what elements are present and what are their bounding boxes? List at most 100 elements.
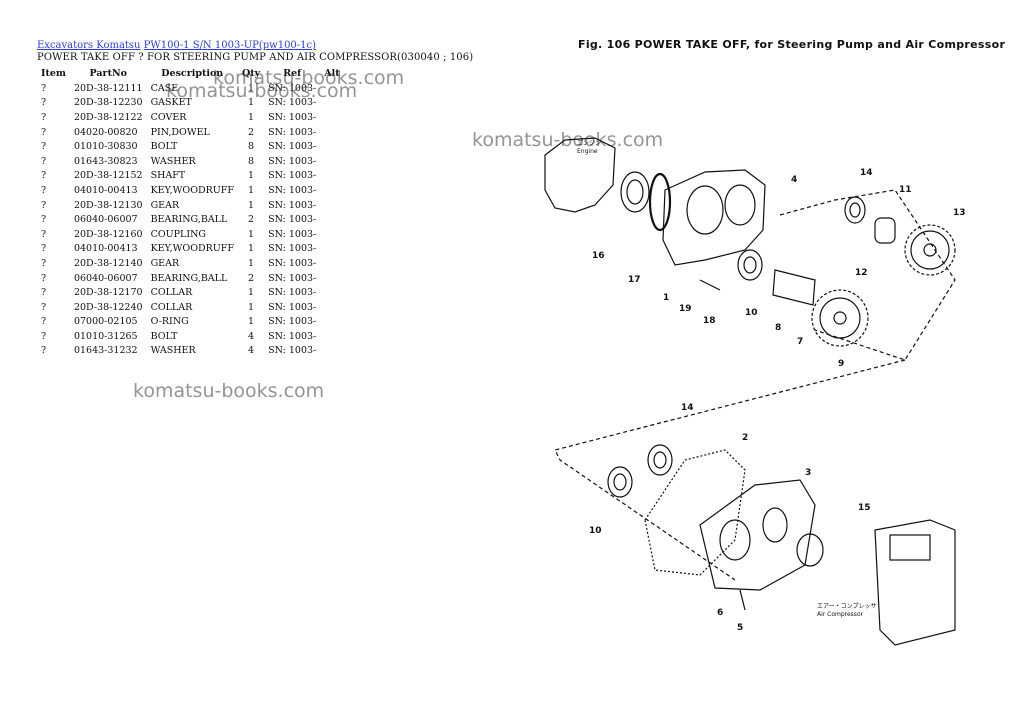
callout-6: 6	[717, 608, 723, 618]
cell-description: KEY,WOODRUFF	[150, 243, 234, 255]
exploded-guide-b	[554, 359, 906, 581]
cell-qty: 1	[248, 243, 255, 255]
breadcrumb-link-excavators[interactable]: Excavators Komatsu	[37, 40, 141, 51]
cell-alt	[320, 227, 343, 242]
cell-description: COUPLING	[150, 228, 206, 240]
cell-qty: 2	[248, 214, 255, 226]
air-compressor-label-jp: エアー・コンプレッサ	[817, 603, 876, 610]
cell-item: ?	[41, 330, 47, 342]
breadcrumb: Excavators Komatsu PW100-1 S/N 1003-UP(p…	[37, 40, 316, 51]
cell-partno: 06040-06007	[73, 214, 138, 226]
cell-partno: 06040-06007	[73, 272, 138, 284]
cell-ref: SN: 1003-	[268, 126, 317, 138]
bearing-14b-inner	[653, 451, 667, 469]
cell-item: ?	[41, 184, 47, 196]
engine-housing-shape	[544, 137, 616, 213]
gear-9-teeth	[811, 289, 869, 347]
breadcrumb-link-model[interactable]: PW100-1 S/N 1003-UP(pw100-1c)	[143, 40, 317, 51]
cell-partno: 01643-30823	[73, 155, 138, 167]
callout-12: 12	[855, 268, 868, 278]
callout-17: 17	[628, 275, 641, 285]
callout-5: 5	[737, 623, 743, 633]
cell-qty: 8	[248, 141, 255, 153]
page-subtitle: POWER TAKE OFF ? FOR STEERING PUMP AND A…	[37, 52, 474, 63]
callout-15: 15	[858, 503, 871, 513]
cell-alt	[320, 212, 343, 227]
cell-partno: 07000-02105	[73, 316, 138, 328]
cell-item: ?	[41, 316, 47, 328]
cell-item: ?	[41, 126, 47, 138]
cell-description: BEARING,BALL	[150, 214, 228, 226]
cell-description: O-RING	[150, 316, 189, 328]
cell-partno: 04020-00820	[73, 126, 138, 138]
bearing-10-outer	[737, 249, 763, 281]
cell-description: BOLT	[150, 330, 178, 342]
cell-ref: SN: 1003-	[268, 155, 317, 167]
cell-ref: SN: 1003-	[268, 272, 317, 284]
cell-description: COLLAR	[150, 287, 193, 299]
cell-alt	[320, 315, 343, 330]
cell-qty: 1	[248, 170, 255, 182]
cell-alt	[320, 329, 343, 344]
cell-item: ?	[41, 214, 47, 226]
cell-alt	[320, 139, 343, 154]
callout-16: 16	[592, 251, 605, 261]
engine-label-jp: エンジン	[577, 140, 601, 147]
bearing-14a-inner	[849, 202, 861, 218]
cell-partno: 20D-38-12152	[73, 170, 143, 182]
gasket-2	[644, 449, 746, 576]
callout-11: 11	[899, 185, 912, 195]
cell-ref: SN: 1003-	[268, 82, 317, 94]
cell-alt	[320, 256, 343, 271]
cell-description: KEY,WOODRUFF	[150, 184, 234, 196]
cell-alt	[320, 183, 343, 198]
cell-partno: 01643-31232	[73, 345, 138, 357]
bolt-18	[699, 279, 721, 291]
collar-15	[796, 533, 824, 567]
engine-label: Engine	[577, 148, 598, 155]
callout-18: 18	[703, 316, 716, 326]
bearing-10-inner	[743, 256, 757, 274]
cell-alt	[320, 125, 343, 140]
cell-alt	[320, 96, 343, 111]
cell-qty: 1	[248, 228, 255, 240]
cell-item: ?	[41, 301, 47, 313]
cell-partno: 20D-38-12140	[73, 257, 143, 269]
cell-partno: 01010-31265	[73, 330, 138, 342]
cell-qty: 2	[248, 272, 255, 284]
callout-9: 9	[838, 359, 844, 369]
cell-qty: 1	[248, 111, 255, 123]
cell-ref: SN: 1003-	[268, 257, 317, 269]
cell-alt	[320, 169, 343, 184]
cell-alt	[320, 285, 343, 300]
cell-ref: SN: 1003-	[268, 316, 317, 328]
cell-qty: 8	[248, 155, 255, 167]
cell-ref: SN: 1003-	[268, 330, 317, 342]
cell-description: GEAR	[150, 199, 180, 211]
gear-9-body	[819, 297, 861, 339]
cell-ref: SN: 1003-	[268, 170, 317, 182]
seal-16-outer	[620, 171, 650, 213]
header-description: Description	[161, 68, 224, 79]
cell-qty: 1	[248, 199, 255, 211]
cell-alt	[320, 81, 343, 96]
cell-partno: 20D-38-12111	[73, 82, 143, 94]
callout-2: 2	[742, 433, 748, 443]
cell-description: COVER	[150, 111, 187, 123]
callout-4: 4	[791, 175, 797, 185]
cell-item: ?	[41, 82, 47, 94]
bearing-14a-outer	[844, 196, 866, 224]
gear-9-hub	[833, 311, 847, 325]
callout-3: 3	[805, 468, 811, 478]
watermark: komatsu-books.com	[133, 380, 325, 402]
